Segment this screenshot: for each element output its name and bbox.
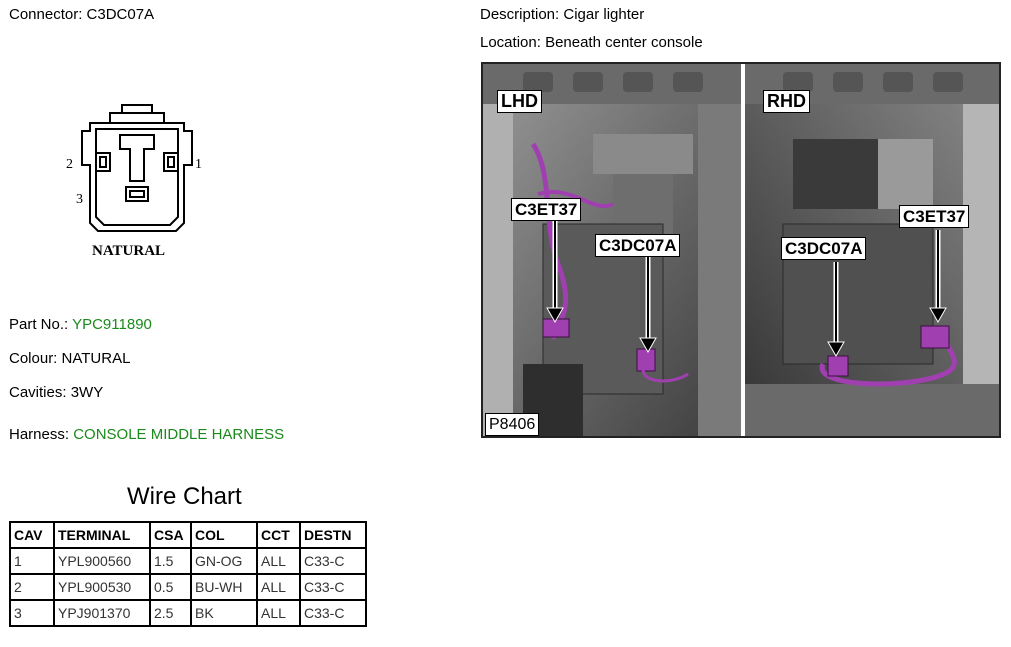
lhd-callout-c3dc07a: C3DC07A: [595, 234, 681, 257]
cell-destn: C33-C: [299, 599, 367, 627]
rhd-callout-c3et37: C3ET37: [899, 205, 970, 228]
colour-line: Colour: NATURAL: [9, 350, 130, 367]
part-no-value: YPC911890: [72, 316, 152, 333]
description-line: Description: Cigar lighter: [480, 6, 644, 23]
connector-face-diagram: 2 1 3 NATURAL: [60, 95, 220, 270]
cell-terminal: YPL900530: [53, 573, 151, 601]
cell-terminal: YPJ901370: [53, 599, 151, 627]
wire-chart-header-row: CAV TERMINAL CSA COL CCT DESTN: [9, 521, 367, 549]
cell-col: GN-OG: [190, 547, 258, 575]
wire-chart-table: CAV TERMINAL CSA COL CCT DESTN 1 YPL9005…: [9, 521, 367, 627]
header-terminal: TERMINAL: [53, 521, 151, 549]
description-label: Description:: [480, 6, 560, 23]
colour-label: Colour:: [9, 350, 58, 367]
table-row: 1 YPL900560 1.5 GN-OG ALL C33-C: [9, 547, 367, 575]
header-csa: CSA: [149, 521, 192, 549]
connector-value: C3DC07A: [86, 6, 155, 23]
lhd-callout-c3et37: C3ET37: [511, 198, 582, 221]
cavities-line: Cavities: 3WY: [9, 384, 103, 401]
part-no-label: Part No.:: [9, 316, 69, 333]
header-cct: CCT: [256, 521, 301, 549]
cell-cct: ALL: [256, 547, 301, 575]
connector-face-drawing: 2 1 3 NATURAL: [66, 104, 202, 259]
location-line: Location: Beneath center console: [480, 34, 703, 51]
cell-col: BK: [190, 599, 258, 627]
cell-col: BU-WH: [190, 573, 258, 601]
cell-cct: ALL: [256, 599, 301, 627]
pin-1-label: 1: [195, 157, 202, 172]
cell-destn: C33-C: [299, 573, 367, 601]
connector-label: Connector:: [9, 6, 83, 23]
cell-destn: C33-C: [299, 547, 367, 575]
cell-csa: 0.5: [149, 573, 192, 601]
cavities-label: Cavities:: [9, 384, 67, 401]
cell-cav: 3: [9, 599, 55, 627]
description-value: Cigar lighter: [563, 6, 645, 23]
connector-material-label: NATURAL: [92, 243, 165, 259]
header-col: COL: [190, 521, 258, 549]
pin-2-label: 2: [66, 157, 73, 172]
lhd-label: LHD: [497, 90, 542, 113]
part-no-line: Part No.: YPC911890: [9, 316, 152, 333]
cell-csa: 1.5: [149, 547, 192, 575]
table-row: 3 YPJ901370 2.5 BK ALL C33-C: [9, 599, 367, 627]
rhd-label: RHD: [763, 90, 810, 113]
cell-terminal: YPL900560: [53, 547, 151, 575]
pin-3-label: 3: [76, 192, 83, 207]
header-destn: DESTN: [299, 521, 367, 549]
cell-csa: 2.5: [149, 599, 192, 627]
table-row: 2 YPL900530 0.5 BU-WH ALL C33-C: [9, 573, 367, 601]
rhd-callout-c3dc07a: C3DC07A: [781, 237, 867, 260]
cell-cav: 2: [9, 573, 55, 601]
cell-cav: 1: [9, 547, 55, 575]
wire-chart-title: Wire Chart: [127, 483, 242, 510]
harness-value: CONSOLE MIDDLE HARNESS: [73, 426, 285, 443]
figure-id: P8406: [485, 413, 540, 436]
colour-value: NATURAL: [61, 350, 131, 367]
header-cav: CAV: [9, 521, 55, 549]
harness-line: Harness: CONSOLE MIDDLE HARNESS: [9, 426, 284, 443]
location-photo: LHD C3ET37 C3DC07A RHD C3DC07A C3ET37 P8…: [481, 62, 1001, 438]
location-value: Beneath center console: [545, 34, 703, 51]
harness-label: Harness:: [9, 426, 70, 443]
cell-cct: ALL: [256, 573, 301, 601]
console-photo-illustration: [483, 64, 999, 436]
location-label: Location:: [480, 34, 541, 51]
cavities-value: 3WY: [70, 384, 104, 401]
connector-line: Connector: C3DC07A: [9, 6, 154, 23]
